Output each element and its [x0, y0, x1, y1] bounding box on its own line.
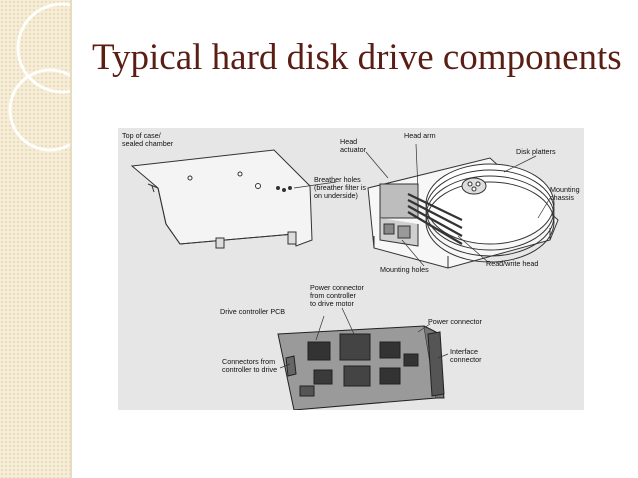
diagram-drawing	[130, 143, 559, 410]
label-head-arm: Head arm	[404, 131, 436, 140]
decorative-circles	[8, 2, 108, 152]
label-head-actuator: Head actuator	[340, 137, 366, 154]
label-power-connector-motor: Power connector from controller to drive…	[310, 283, 364, 308]
label-disk-platters: Disk platters	[516, 147, 556, 156]
label-drive-controller-pcb: Drive controller PCB	[220, 307, 286, 316]
label-top-of-case: Top of case/ sealed chamber	[122, 131, 174, 148]
case-cover	[130, 149, 313, 249]
side-strip-edge	[70, 0, 72, 478]
label-connectors-from-controller: Connectors from controller to drive	[222, 357, 278, 374]
decorative-side-strip	[0, 0, 108, 478]
hard-disk-diagram: Top of case/ sealed chamber Head actuato…	[118, 128, 584, 410]
controller-pcb	[277, 325, 445, 410]
label-read-write-head: Read/write head	[486, 259, 539, 268]
label-power-connector: Power connector	[428, 317, 482, 326]
label-mounting-chassis: Mounting chassis	[550, 185, 580, 202]
label-breather-holes: Breather holes (breather filter is on un…	[314, 175, 366, 200]
slide-title: Typical hard disk drive components	[92, 37, 622, 78]
label-mounting-holes: Mounting holes	[380, 265, 429, 274]
leader-lines	[279, 143, 551, 369]
drive-assembly	[367, 157, 559, 269]
label-interface-connector: Interface connector	[450, 347, 482, 364]
